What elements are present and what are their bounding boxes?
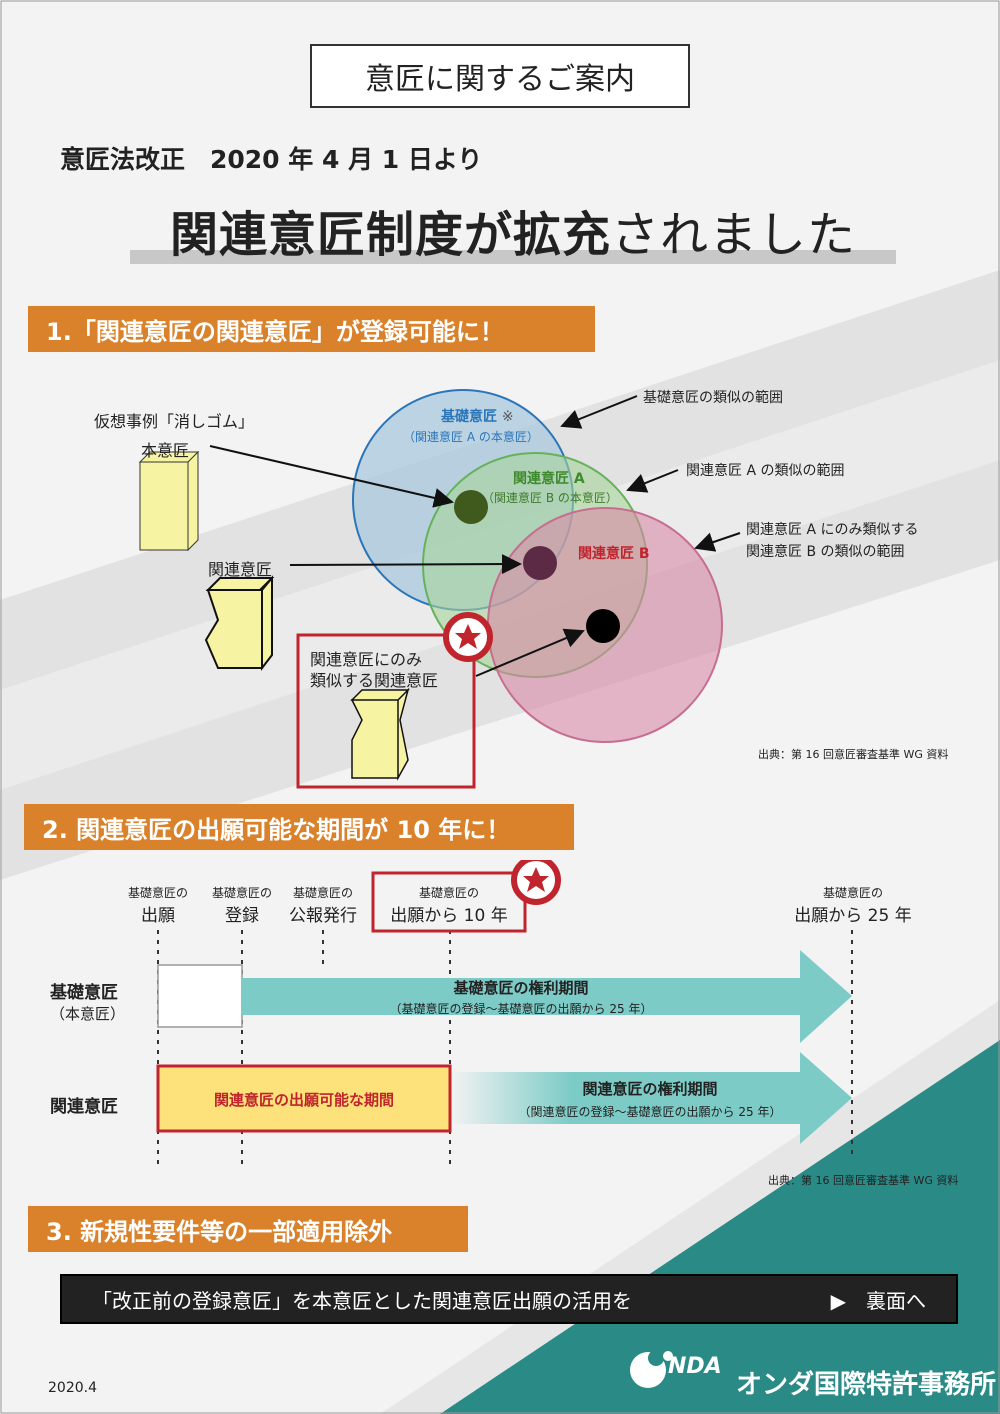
example-title: 仮想事例「消しゴム」 <box>94 412 255 431</box>
related-design-label: 関連意匠 <box>208 560 273 579</box>
base-right-period-title: 基礎意匠の権利期間 <box>453 979 589 997</box>
section-2-bar: 2. 関連意匠の出願可能な期間が 10 年に！ <box>24 804 574 850</box>
base-right-period-sub: （基礎意匠の登録～基礎意匠の出願から 25 年） <box>389 1002 653 1016</box>
row-base-sub: （本意匠） <box>50 1005 126 1023</box>
range-base-label: 基礎意匠の類似の範囲 <box>643 390 783 406</box>
section-3-bar: 3. 新規性要件等の一部適用除外 <box>28 1206 468 1252</box>
main-title-strong: 関連意匠制度が拡充 <box>169 207 611 263</box>
related-a-title: 関連意匠 A <box>513 471 585 487</box>
related-a-point <box>523 546 557 580</box>
related-right-period-title: 関連意匠の権利期間 <box>582 1080 718 1098</box>
marker-base-25-years: 基礎意匠の 出願から 25 年 <box>794 886 912 926</box>
only-similar-label-1: 関連意匠にのみ <box>310 650 423 669</box>
main-title-light: されました <box>611 207 857 263</box>
related-right-period-sub: （関連意匠の登録～基礎意匠の出願から 25 年） <box>518 1105 782 1119</box>
marker-base-filing: 基礎意匠の 出願 <box>127 886 188 926</box>
base-design-point <box>454 490 488 524</box>
base-circle-sub: （関連意匠 A の本意匠） <box>403 430 539 444</box>
related-a-sub: （関連意匠 B の本意匠） <box>482 491 618 505</box>
law-revision-date: 意匠法改正 2020 年 4 月 1 日より <box>60 145 483 174</box>
marker-base-10-years: 基礎意匠の 出願から 10 年 <box>390 886 508 926</box>
marker-base-registration: 基礎意匠の 登録 <box>211 886 272 926</box>
hon-design-label: 本意匠 <box>141 441 190 460</box>
onda-logo-mark: NDA <box>628 1344 728 1394</box>
banner-text: 「改正前の登録意匠」を本意匠とした関連意匠出願の活用を <box>92 1288 632 1313</box>
diagram-1-source: 出典：第 16 回意匠審査基準 WG 資料 <box>758 748 949 761</box>
range-a-label: 関連意匠 A の類似の範囲 <box>686 463 845 479</box>
row-related-label: 関連意匠 <box>50 1097 118 1117</box>
company-name: オンダ国際特許事務所 <box>736 1370 997 1400</box>
range-b-label-1: 関連意匠 A にのみ類似する <box>746 522 919 538</box>
only-similar-label-2: 類似する関連意匠 <box>310 671 439 690</box>
section-1-bar: 1.「関連意匠の関連意匠」が登録可能に！ <box>28 306 595 352</box>
related-b-title: 関連意匠 B <box>578 546 650 562</box>
related-design-diagram <box>138 389 741 789</box>
related-b-point <box>586 609 620 643</box>
related-filing-period: 関連意匠の出願可能な期間 <box>213 1091 394 1109</box>
back-page-banner[interactable]: 「改正前の登録意匠」を本意匠とした関連意匠出願の活用を ▶ 裏面へ <box>60 1274 958 1324</box>
row-base-label: 基礎意匠 <box>50 983 118 1003</box>
page-header-title: 意匠に関するご案内 <box>310 44 690 108</box>
logo-lettering: NDA <box>668 1354 722 1379</box>
base-circle-title: 基礎意匠 ※ <box>441 409 514 425</box>
range-b-label-2: 関連意匠 B の類似の範囲 <box>746 544 905 560</box>
timeline-source: 出典：第 16 回意匠審査基準 WG 資料 <box>768 1174 959 1187</box>
main-title: 関連意匠制度が拡充されました <box>130 195 896 265</box>
timeline-diagram <box>156 860 853 1168</box>
title-underline <box>130 250 896 264</box>
marker-base-publication: 基礎意匠の 公報発行 <box>289 886 357 926</box>
go-to-back-link[interactable]: ▶ 裏面へ <box>830 1288 926 1313</box>
issue-date: 2020.4 <box>48 1380 97 1396</box>
only-similar-box <box>296 633 476 789</box>
